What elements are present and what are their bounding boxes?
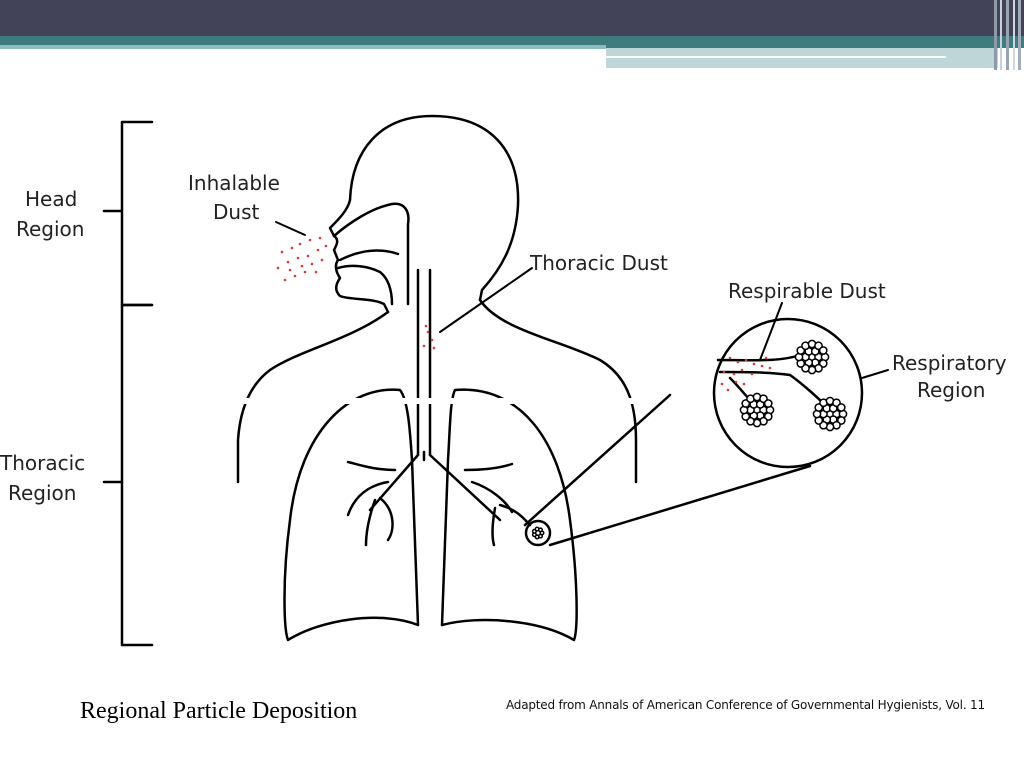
dust-particle bbox=[728, 356, 732, 360]
dust-particle bbox=[722, 370, 726, 374]
inhalable-dust-label-line2: Dust bbox=[213, 200, 259, 224]
header-right-line bbox=[606, 56, 946, 58]
respiratory-diagram: Head Region Thoracic Region Inhalable Du… bbox=[0, 114, 1007, 647]
dust-particle bbox=[280, 250, 284, 254]
dust-particle bbox=[308, 238, 312, 242]
dust-particle bbox=[752, 362, 756, 366]
thoracic-region-label-line2: Region bbox=[8, 481, 76, 505]
dust-particle bbox=[742, 382, 746, 386]
dust-particle bbox=[290, 246, 294, 250]
alveolus bbox=[763, 399, 773, 408]
alveolus bbox=[818, 346, 828, 355]
dust-particle bbox=[288, 268, 292, 272]
dust-particle bbox=[736, 360, 740, 364]
dust-particle bbox=[726, 388, 730, 392]
head-region-label-line1: Head bbox=[25, 187, 77, 211]
header-stripe bbox=[994, 0, 997, 70]
dust-particle bbox=[296, 256, 300, 260]
dust-particle bbox=[430, 338, 434, 342]
left-bronchial-branches bbox=[346, 460, 397, 547]
dust-particle bbox=[316, 248, 320, 252]
alveolus bbox=[537, 527, 544, 533]
dust-particle bbox=[432, 346, 436, 350]
inhalable-dust-label-line1: Inhalable bbox=[188, 171, 280, 195]
right-lung bbox=[440, 388, 578, 642]
dust-particle bbox=[324, 244, 328, 248]
dust-particle bbox=[314, 270, 318, 274]
dust-particle bbox=[300, 264, 304, 268]
thoracic-dust-label: Thoracic Dust bbox=[529, 251, 668, 275]
left-lung bbox=[283, 388, 420, 642]
header-teal-highlight bbox=[0, 45, 606, 49]
header-bar bbox=[0, 0, 1024, 36]
alveoli-magnifier bbox=[712, 317, 864, 469]
dust-particle bbox=[760, 364, 764, 368]
inhalable-pointer bbox=[275, 221, 306, 236]
dust-particle bbox=[768, 366, 772, 370]
dust-particle bbox=[426, 330, 430, 334]
oral-cavity bbox=[336, 264, 394, 306]
thoracic-region-label-line1: Thoracic bbox=[0, 451, 85, 475]
thoracic-region-bracket bbox=[102, 303, 154, 647]
dust-particle bbox=[298, 242, 302, 246]
header-stripe bbox=[1006, 0, 1009, 70]
header-stripe bbox=[1000, 0, 1002, 70]
dust-particle bbox=[422, 344, 426, 348]
header-stripe bbox=[1013, 0, 1015, 70]
dust-particle bbox=[720, 382, 724, 386]
dust-particle bbox=[276, 266, 280, 270]
neck-shoulder-right bbox=[478, 298, 638, 484]
header-right-line bbox=[606, 66, 826, 68]
dust-particle bbox=[744, 358, 748, 362]
dust-particle bbox=[740, 368, 744, 372]
dust-particle bbox=[283, 278, 287, 282]
dust-particle bbox=[303, 270, 307, 274]
alveoli-clusters bbox=[531, 339, 848, 540]
thoracic-pointer bbox=[439, 267, 533, 333]
respirable-pointer bbox=[759, 302, 783, 361]
respirable-dust-label: Respirable Dust bbox=[728, 279, 886, 303]
neck-shoulder-left bbox=[236, 310, 390, 484]
header-right-block bbox=[606, 48, 998, 68]
alveoli-small-circle bbox=[524, 519, 552, 547]
nasal-cavity bbox=[332, 202, 410, 306]
respiratory-pointer bbox=[861, 369, 889, 379]
dust-particle bbox=[750, 372, 754, 376]
dust-particle bbox=[310, 262, 314, 266]
source-attribution: Adapted from Annals of American Conferen… bbox=[506, 698, 985, 712]
alveolus bbox=[836, 403, 846, 412]
head-outline bbox=[348, 114, 520, 302]
slide-caption: Regional Particle Deposition bbox=[80, 698, 358, 724]
head-region-bracket bbox=[102, 120, 154, 307]
header-stripe bbox=[1018, 0, 1021, 70]
zoom-line-bottom bbox=[548, 464, 812, 547]
palate bbox=[338, 249, 400, 262]
head-region-label-line2: Region bbox=[16, 217, 84, 241]
dust-particle bbox=[424, 324, 428, 328]
face-profile bbox=[328, 198, 390, 314]
dust-particle bbox=[306, 254, 310, 258]
bronchi bbox=[368, 450, 502, 522]
dust-particle bbox=[318, 236, 322, 240]
dust-particle bbox=[293, 274, 297, 278]
right-bronchial-branches bbox=[463, 462, 532, 547]
respiratory-region-label-line1: Respiratory bbox=[892, 351, 1007, 375]
dust-particle bbox=[320, 258, 324, 262]
dust-particle bbox=[286, 260, 290, 264]
dust-particle bbox=[764, 356, 768, 360]
respiratory-region-label-line2: Region bbox=[917, 378, 985, 402]
dust-particle bbox=[734, 380, 738, 384]
particle-dots bbox=[276, 236, 772, 392]
zoom-line-top bbox=[523, 393, 672, 527]
dust-particle bbox=[732, 372, 736, 376]
